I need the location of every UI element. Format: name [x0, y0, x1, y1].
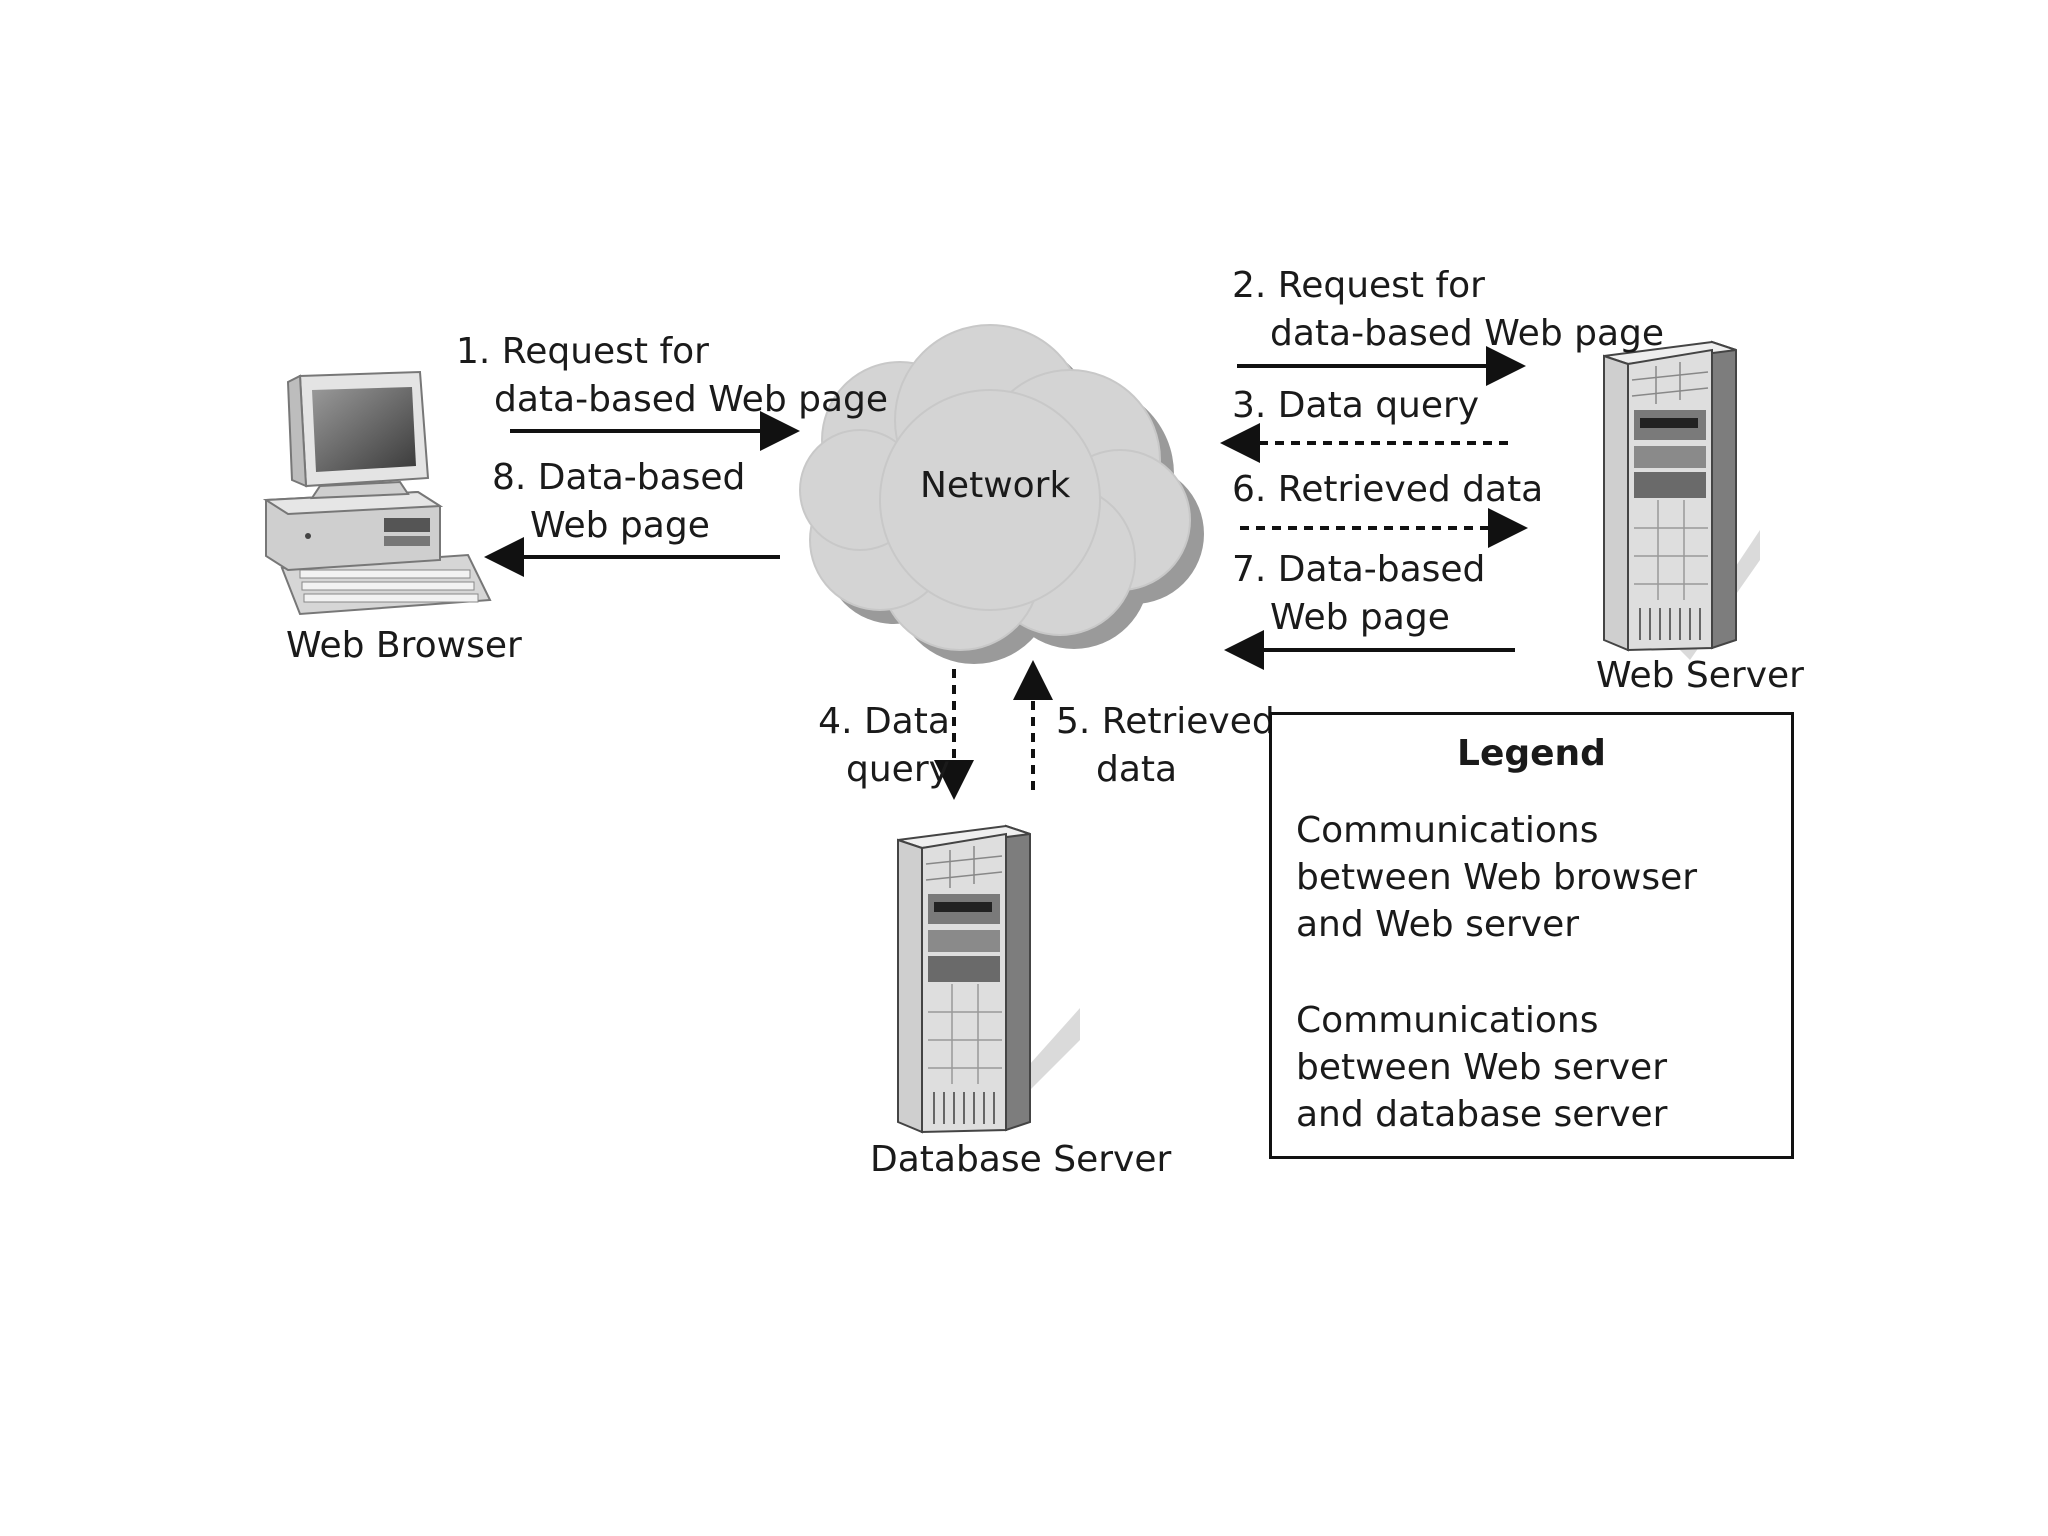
- network-label: Network: [920, 465, 1071, 506]
- legend-dashed-text: Communications between Web server and da…: [1296, 1000, 1668, 1135]
- web-server-icon: [1603, 340, 1760, 660]
- step8-label: 8. Data-based Web page: [492, 457, 746, 546]
- database-server-icon: [897, 824, 1080, 1134]
- legend-box: Legend Communications between Web browse…: [1269, 712, 1794, 1159]
- step2-label: 2. Request for data-based Web page: [1232, 265, 1665, 354]
- database-server-label: Database Server: [870, 1139, 1172, 1180]
- web-server-label: Web Server: [1596, 655, 1804, 696]
- step6-label: 6. Retrieved data: [1232, 469, 1544, 510]
- step5-label: 5. Retrieved data: [1056, 701, 1275, 790]
- web-browser-label: Web Browser: [286, 625, 522, 666]
- step1-label: 1. Request for data-based Web page: [456, 331, 889, 420]
- step3-label: 3. Data query: [1232, 385, 1480, 426]
- legend-title: Legend: [1457, 733, 1606, 774]
- network-cloud-icon: [799, 324, 1204, 664]
- step4-label: 4. Data query: [818, 701, 950, 790]
- step7-label: 7. Data-based Web page: [1232, 549, 1486, 638]
- computer-icon: [262, 370, 492, 616]
- legend-solid-text: Communications between Web browser and W…: [1296, 810, 1698, 945]
